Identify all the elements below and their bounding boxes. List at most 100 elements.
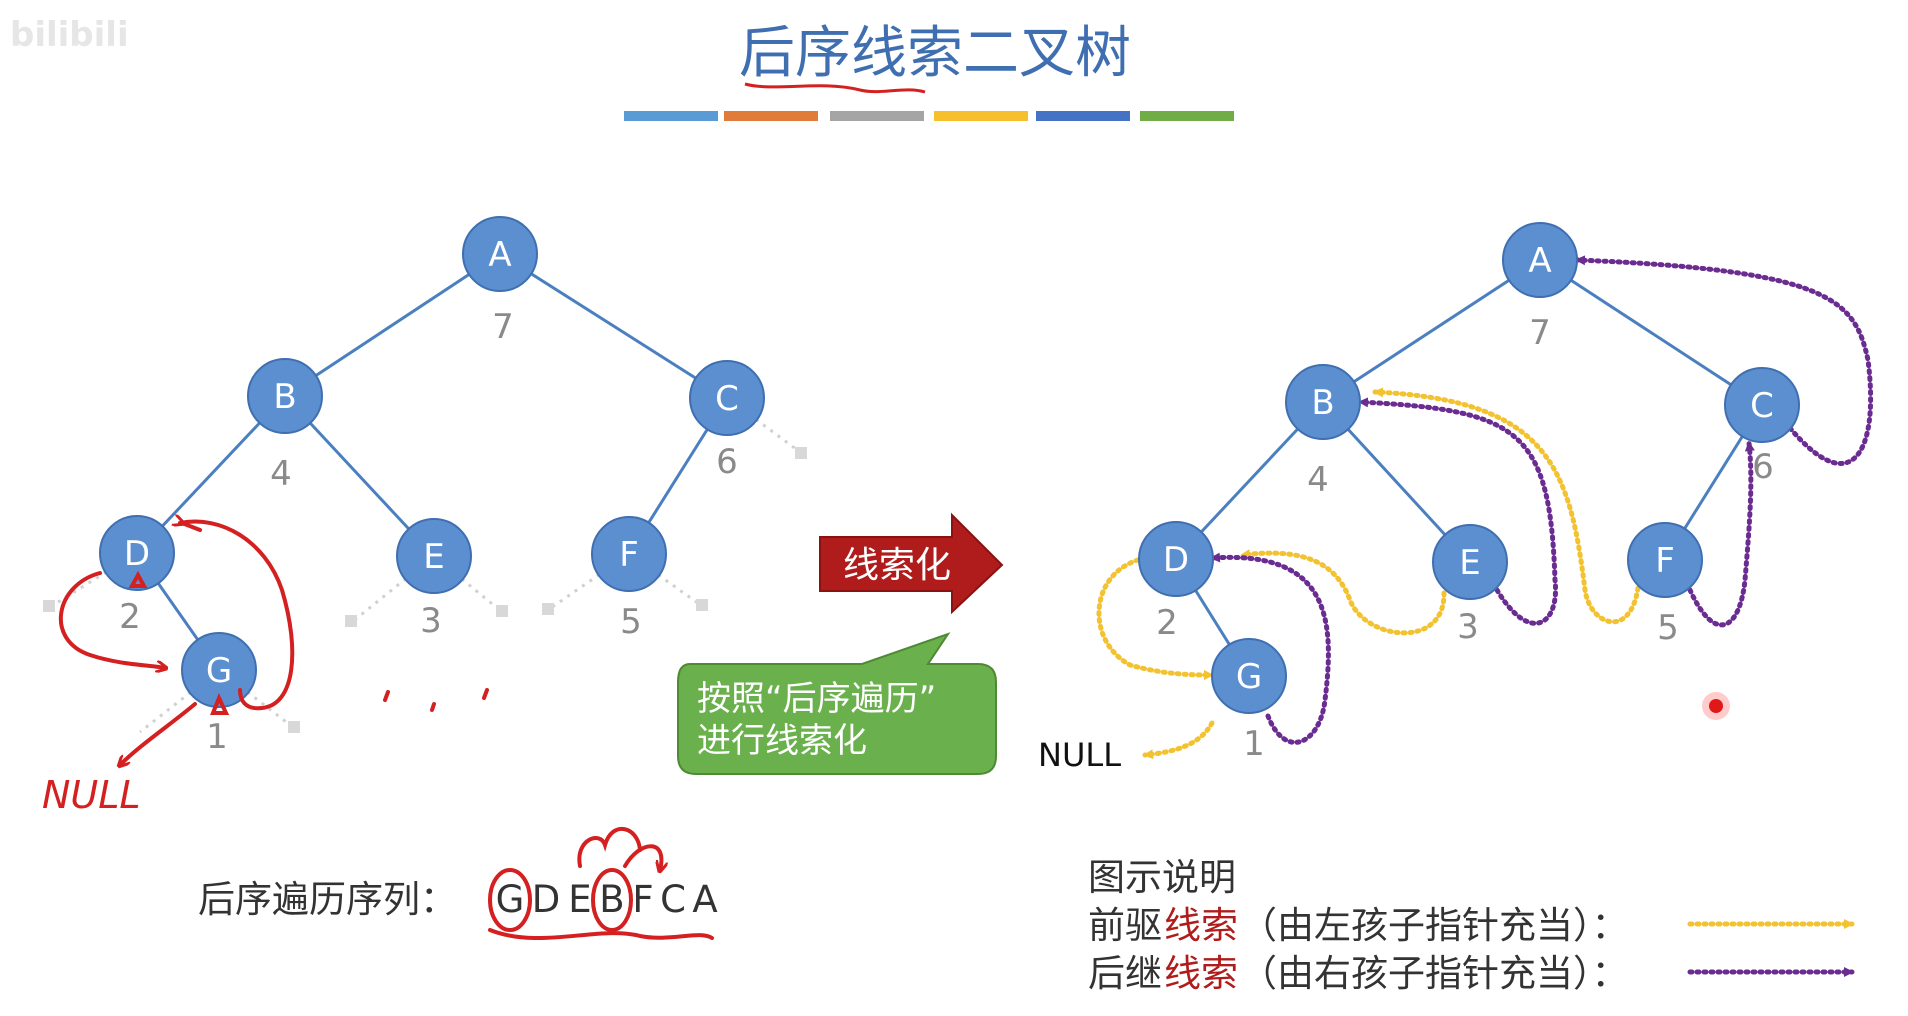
- callout-shape: [677, 632, 997, 775]
- legend-title: 图示说明: [1088, 856, 1236, 899]
- node-label: C: [1750, 386, 1774, 426]
- tree-node: C 6: [1724, 367, 1800, 487]
- edge-a-c: [1539, 258, 1763, 407]
- callout-bubble: 按照“后序遍历” 进行线索化: [677, 632, 997, 775]
- legend-pred-prefix: 前驱: [1088, 904, 1162, 947]
- edge-a-b: [284, 252, 501, 398]
- succ-thread-e-to-b: [1357, 397, 1559, 626]
- node-circle: [591, 516, 667, 592]
- node-circle: [1211, 638, 1287, 714]
- tree-node: D 2: [99, 515, 175, 637]
- color-bar: [724, 111, 818, 121]
- pred-thread-d-to-g: [1096, 557, 1215, 680]
- sequence-annotations: [488, 826, 714, 941]
- null-stub-end: [696, 599, 708, 611]
- legend-succ-prefix: 后继: [1088, 952, 1162, 995]
- node-circle: [1502, 222, 1578, 298]
- tree-node: F 5: [1627, 522, 1703, 648]
- callout-line-1: 按照“后序遍历”: [697, 679, 936, 719]
- node-order: 1: [1243, 724, 1265, 764]
- pred-thread-g-null: [1142, 720, 1215, 760]
- node-label: A: [488, 235, 511, 275]
- annotation-underline: [488, 928, 714, 941]
- node-order: 6: [1752, 447, 1774, 487]
- null-stub: [218, 668, 295, 730]
- sequence-letter: D: [532, 878, 561, 921]
- legend-pred-suffix: （由左孩子指针充当）：: [1240, 904, 1629, 947]
- tree-node: B 4: [247, 358, 323, 494]
- null-stub: [433, 554, 503, 614]
- successor-threads: [1209, 255, 1874, 745]
- annotation-g-to-d-loop: [178, 519, 295, 711]
- node-label: D: [124, 534, 150, 574]
- legend-row-predecessor: 前驱 线索 （由左孩子指针充当）：: [1088, 904, 1855, 947]
- color-bar: [830, 111, 924, 121]
- node-label: G: [206, 651, 232, 691]
- node-order: 5: [1657, 608, 1679, 648]
- edge-a-c: [499, 252, 728, 400]
- sequence-letters: G D E B F C A: [496, 878, 718, 921]
- node-order: 5: [620, 602, 642, 642]
- null-stub-end: [795, 447, 807, 459]
- color-bar: [1140, 111, 1234, 121]
- node-circle: [1724, 367, 1800, 443]
- legend-succ-suffix: （由右孩子指针充当）：: [1240, 952, 1629, 995]
- annotation-loops: [577, 826, 642, 868]
- annotation-d-to-g: [58, 571, 165, 668]
- node-label: E: [423, 537, 444, 577]
- node-label: B: [1311, 383, 1334, 423]
- sequence-letter: F: [632, 878, 653, 921]
- null-stub: [547, 552, 630, 612]
- legend-row-successor: 后继 线索 （由右孩子指针充当）：: [1088, 952, 1855, 995]
- sequence-letter: E: [568, 878, 591, 921]
- traversal-label: 后序遍历序列：: [198, 878, 457, 921]
- left-tree: A 7 B 4 C 6 D 2 E 3 F 5 G: [42, 216, 807, 817]
- node-order: 4: [270, 454, 292, 494]
- tree-node: A 7: [1502, 222, 1578, 353]
- pred-thread-e-to-d: [1239, 549, 1447, 636]
- color-bar-strip: [624, 111, 1234, 121]
- node-circle: [247, 358, 323, 434]
- node-order: 7: [492, 307, 514, 347]
- node-label: F: [619, 535, 639, 575]
- title-underline-annotation: [744, 82, 926, 94]
- null-stub-end: [345, 615, 357, 627]
- sequence-letter: C: [660, 878, 686, 921]
- null-label: NULL: [1038, 736, 1121, 774]
- null-pointer-stubs: [49, 396, 801, 734]
- null-stub-end: [43, 600, 55, 612]
- node-order: 4: [1307, 460, 1329, 500]
- node-label: D: [1163, 540, 1189, 580]
- annotation-g-mark: [210, 692, 230, 715]
- node-order: 6: [716, 442, 738, 482]
- threading-arrow-shape: [819, 512, 1004, 615]
- callout-line-2: 进行线索化: [697, 721, 867, 761]
- laser-pointer-dot: [1709, 699, 1723, 713]
- annotation-arrow: [623, 844, 661, 870]
- threading-arrow: 线索化: [819, 512, 1004, 615]
- null-stub-ends: [43, 447, 807, 733]
- tree-node: B 4: [1285, 364, 1361, 500]
- node-label: E: [1459, 543, 1480, 583]
- pred-thread-f-to-b: [1372, 387, 1641, 625]
- tree-node: F 5: [591, 516, 667, 642]
- sequence-letter: G: [496, 878, 525, 921]
- node-order: 3: [1457, 607, 1479, 647]
- tree-node: E 3: [396, 518, 472, 641]
- tree-node: C 6: [689, 360, 765, 482]
- node-circle: [462, 216, 538, 292]
- color-bar: [934, 111, 1028, 121]
- color-bar: [1036, 111, 1130, 121]
- node-label: A: [1528, 241, 1551, 281]
- node-order: 1: [206, 717, 228, 757]
- annotation-d-arrowhead: [182, 523, 202, 532]
- tree-node: G 1: [181, 632, 257, 757]
- node-order: 3: [420, 601, 442, 641]
- node-circle: [1285, 364, 1361, 440]
- tree-node: D 2: [1138, 521, 1214, 643]
- sequence-letter: A: [692, 878, 717, 921]
- succ-thread-c-to-a: [1574, 255, 1874, 466]
- edge-a-b: [1322, 258, 1541, 404]
- null-stub-end: [288, 721, 300, 733]
- succ-thread-g-to-d: [1209, 552, 1331, 745]
